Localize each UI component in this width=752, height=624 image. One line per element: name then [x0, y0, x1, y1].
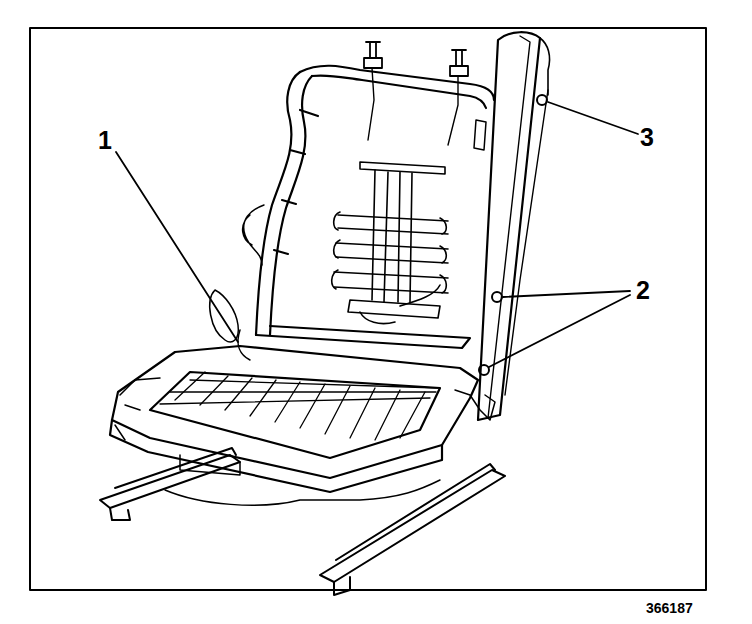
belt-clip	[474, 120, 486, 150]
headrest-guides	[364, 42, 468, 145]
recliner	[455, 390, 495, 420]
cushion-pan	[150, 372, 440, 458]
lumbar-slats	[334, 215, 448, 293]
wire-harness	[210, 205, 264, 360]
leader-line	[548, 102, 638, 134]
leader-line	[489, 295, 630, 367]
lumbar-wires	[372, 170, 412, 303]
leader-lines	[116, 102, 638, 367]
back-left-rail-inner	[270, 76, 312, 335]
front-trim	[115, 378, 160, 440]
figure-frame	[30, 28, 706, 590]
bolt	[537, 95, 547, 105]
headrest-guide	[450, 50, 468, 76]
spring-wires	[160, 380, 438, 404]
lumbar-grid	[332, 162, 448, 324]
cushion-detail	[115, 378, 495, 440]
back-bottom-bar	[256, 326, 470, 348]
right-track	[320, 470, 505, 582]
bolt	[479, 365, 489, 375]
lumbar-bar	[360, 162, 445, 174]
track-foot	[334, 577, 350, 595]
seat-tracks	[100, 448, 505, 595]
callout-number: 1	[98, 128, 112, 153]
figure-number: 366187	[646, 601, 693, 615]
headrest-guide	[364, 42, 382, 68]
cushion-outline	[112, 346, 478, 478]
belt-tower	[474, 32, 550, 420]
belt-guide	[540, 38, 550, 95]
headrest-wire	[368, 68, 458, 145]
towel-bar	[165, 480, 440, 505]
callout-number: 2	[636, 278, 650, 303]
bolt	[492, 292, 502, 302]
cushion-side	[110, 420, 442, 492]
back-top-tube-inner	[312, 75, 486, 108]
track-bracket	[180, 455, 240, 475]
leader-line	[503, 291, 630, 297]
left-track	[100, 455, 240, 508]
right-track-rail	[336, 464, 495, 560]
callout-number: 3	[640, 125, 654, 150]
leader-line	[116, 152, 238, 342]
cushion-springs	[160, 372, 438, 440]
side-bracket	[210, 290, 239, 342]
cushion-frame	[110, 346, 478, 492]
lumbar-slat-ends	[440, 218, 446, 293]
spring-wires	[175, 372, 425, 440]
left-track-rail	[115, 448, 236, 488]
lumbar-slat-ends	[332, 212, 340, 289]
track-foot	[110, 508, 130, 520]
lumbar-cable	[360, 285, 440, 324]
back-rail-detail	[274, 110, 318, 254]
harness	[243, 205, 264, 265]
seatback-frame	[256, 66, 494, 348]
seat-belt	[505, 90, 548, 395]
